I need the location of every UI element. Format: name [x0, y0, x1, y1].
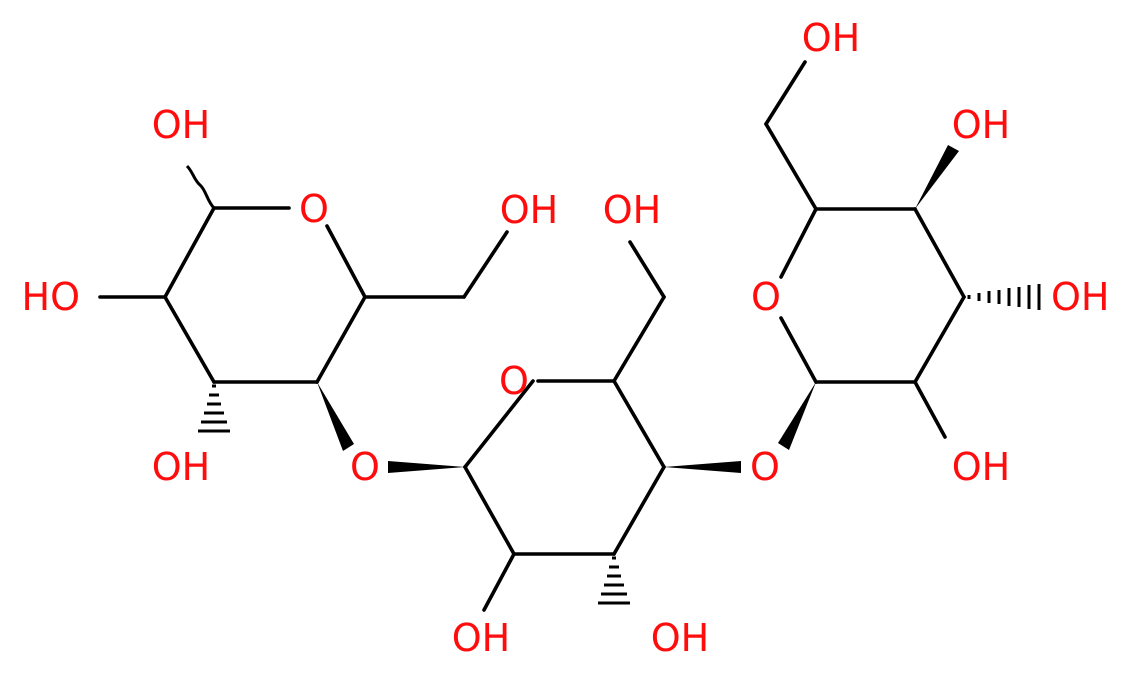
bond: [325, 224, 367, 299]
ring-c-oxygen: O: [751, 275, 781, 319]
bond: [764, 122, 818, 211]
hydroxyl-label: OH: [152, 445, 210, 489]
hydroxyl-label: OH: [952, 445, 1010, 489]
bond: [764, 60, 807, 126]
hydroxyl-label: OH: [452, 616, 510, 660]
bond: [482, 552, 516, 612]
ring-a-oxygen: O: [299, 187, 329, 231]
hydroxyl-label: HO: [22, 275, 80, 319]
bond: [163, 206, 216, 299]
bond: [462, 230, 509, 299]
hydroxyl-label: OH: [152, 103, 210, 147]
wedge-bond: [317, 382, 354, 451]
bond: [163, 295, 216, 384]
bond: [463, 379, 535, 469]
hashed-bond: [598, 556, 630, 605]
hydroxyl-label: OH: [802, 16, 860, 60]
bond: [779, 207, 818, 279]
ring-a: [98, 164, 509, 451]
hashed-bond: [967, 284, 1041, 310]
wavy-bond: [185, 164, 216, 210]
bond: [612, 379, 666, 469]
bond: [913, 207, 966, 299]
wedge-bond: [915, 145, 959, 209]
hydroxyl-label: OH: [952, 103, 1010, 147]
bond: [913, 380, 947, 439]
bond: [779, 316, 818, 384]
glycosidic-oxygen-bc: O: [750, 445, 780, 489]
wedge-bond: [388, 461, 465, 473]
hydroxyl-label: OH: [603, 188, 661, 232]
glycosidic-oxygen-ab: O: [350, 445, 380, 489]
ring-c: [764, 60, 1041, 450]
bond: [612, 295, 666, 383]
bond: [628, 240, 666, 299]
wedge-bond: [664, 461, 741, 473]
atom-labels: O O O O O OH HO OH OH OH OH OH OH OH OH …: [22, 16, 1110, 660]
bond: [463, 465, 516, 556]
bond: [612, 465, 666, 556]
ring-b: [388, 240, 741, 612]
wedge-bond: [778, 382, 816, 450]
hydroxyl-label: OH: [1051, 275, 1109, 319]
hashed-bond: [198, 384, 230, 433]
hydroxyl-label: OH: [651, 616, 709, 660]
ring-b-oxygen: O: [499, 359, 529, 403]
bond: [913, 295, 966, 384]
hydroxyl-label: OH: [500, 188, 558, 232]
bond: [315, 295, 367, 384]
